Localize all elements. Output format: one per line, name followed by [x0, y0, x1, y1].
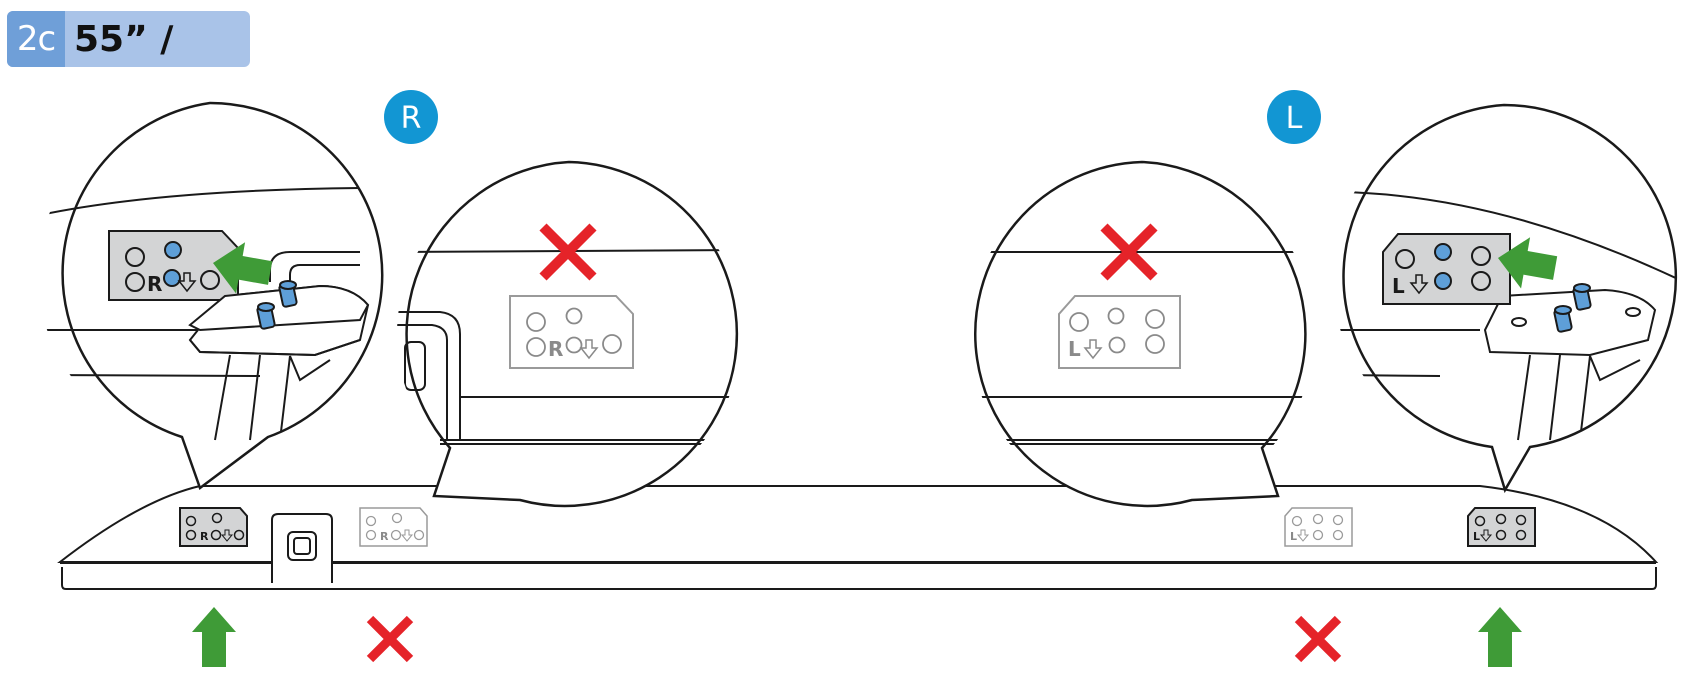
plate-right-wrong: R	[360, 508, 427, 546]
plate-left-wrong: L	[1285, 508, 1352, 546]
callout-left-correct: L	[1340, 105, 1680, 490]
check-arrow-up-icon	[1478, 607, 1522, 667]
plate-right-correct: R	[180, 508, 247, 546]
callout-right-wrong: R	[395, 162, 745, 506]
check-arrow-up-icon	[192, 607, 236, 667]
cross-icon	[370, 619, 410, 659]
plate-label: R	[200, 530, 209, 543]
plate-label: L	[1392, 274, 1405, 298]
marker-left: L	[1267, 90, 1321, 144]
marker-right: R	[384, 90, 438, 144]
plate-label: R	[548, 337, 563, 361]
plate-label: R	[380, 530, 389, 543]
marker-right-label: R	[401, 101, 422, 136]
marker-left-label: L	[1286, 101, 1303, 136]
stand-bracket	[272, 514, 332, 583]
callout-left-wrong: L	[960, 162, 1316, 506]
plate-left-correct: L	[1468, 508, 1535, 546]
plate-label: L	[1473, 530, 1480, 543]
plate-label: L	[1290, 530, 1297, 543]
callout-right-correct: R	[40, 103, 382, 488]
plate-label: R	[147, 272, 162, 296]
plate-label: L	[1068, 337, 1081, 361]
cross-icon	[1298, 619, 1338, 659]
